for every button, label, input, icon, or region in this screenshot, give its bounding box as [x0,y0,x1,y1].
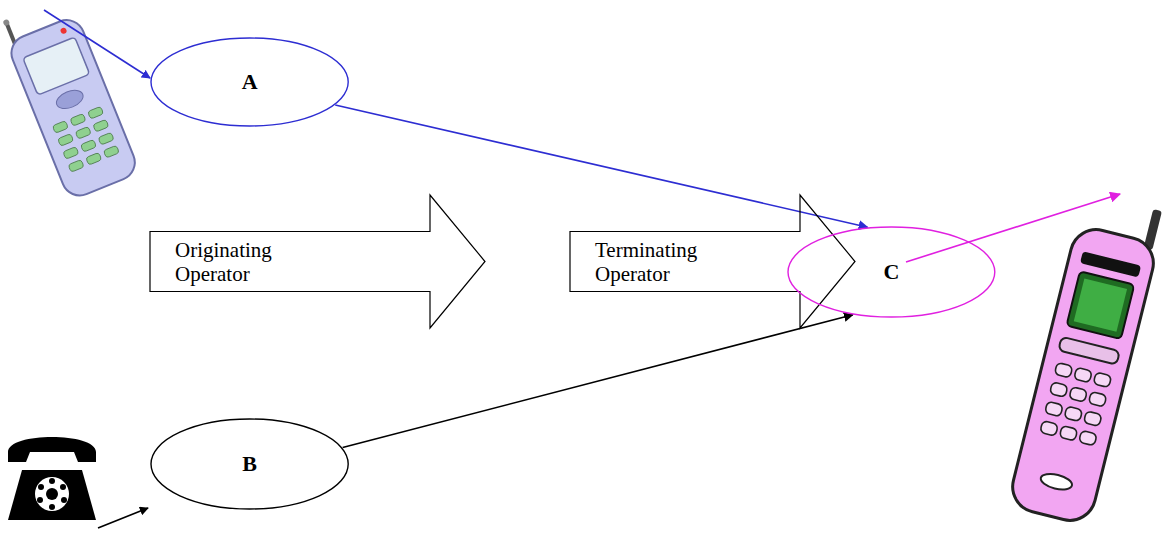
node-letter: A [242,69,258,95]
link-line [335,105,867,227]
node-outline [151,419,348,509]
node-letter: B [242,451,257,477]
access-link [98,508,148,528]
node-outline [150,195,485,328]
link-line [343,315,853,448]
node-outline [151,38,348,126]
mobile-phone [1007,192,1167,526]
network-node: B [150,418,349,510]
operator-label: Originating Operator [175,238,272,286]
mobile-phone [0,0,140,201]
node-letter: C [883,259,899,285]
operator-arrow: Terminating Operator [570,195,855,328]
operator-label: Terminating Operator [595,238,697,286]
fixed-telephone [8,437,96,520]
network-node: A [150,37,349,127]
network-node: C [787,226,996,318]
node-outline [570,195,855,328]
operator-arrow: Originating Operator [150,195,485,328]
access-link [44,10,150,78]
node-outline [788,227,995,317]
